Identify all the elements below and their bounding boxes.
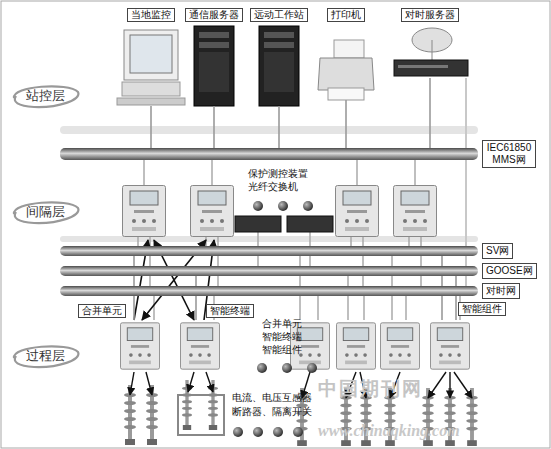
device-label: 对时服务器	[401, 8, 459, 22]
connector-line	[195, 276, 197, 320]
station-device: 打印机	[318, 8, 374, 100]
connector-line	[429, 78, 431, 148]
watermark: www.chinaqking.com	[318, 422, 460, 440]
device-label: 合并单元	[78, 304, 126, 318]
station-device: 对时服务器	[390, 8, 470, 78]
server-icon	[194, 26, 234, 106]
layer-badge: 站控层	[8, 80, 82, 110]
device-icon	[180, 323, 219, 369]
network-label: SV网	[482, 243, 513, 259]
layer-name: 间隔层	[8, 204, 82, 219]
station-device: 当地监控	[118, 8, 184, 106]
time-server-icon	[394, 28, 468, 76]
ied-icon	[191, 186, 234, 237]
watermark: 中国期刊网	[318, 378, 423, 400]
station-device: 通信服务器	[185, 8, 243, 106]
network-bus: 对时网	[60, 286, 478, 296]
connector-line	[345, 100, 347, 148]
connector-line	[213, 106, 215, 148]
network-label: 对时网	[482, 283, 520, 299]
network-label: IEC61850 MMS网	[482, 140, 536, 168]
layer-badge: 间隔层	[8, 196, 82, 226]
ied-icon	[336, 186, 379, 237]
layer-name: 过程层	[8, 348, 82, 363]
legend-dots	[233, 427, 303, 437]
note-label: 光纤交换机	[248, 181, 298, 193]
device-label: 智能终端	[206, 304, 254, 318]
network-bus: IEC61850 MMS网	[60, 148, 478, 160]
network-bus: SV网	[60, 246, 478, 256]
device-icon	[120, 323, 159, 369]
note-label: 智能终端	[262, 331, 302, 343]
legend-dots	[253, 201, 313, 211]
device-label: 通信服务器	[185, 8, 243, 22]
device-icon	[430, 323, 469, 369]
network-bus: GOOSE网	[60, 266, 478, 276]
connector-line	[455, 276, 457, 320]
device-icon	[336, 323, 375, 369]
monitor-icon	[117, 30, 185, 105]
note-label: 电流、电压互感器	[232, 392, 312, 404]
device-label: 智能组件	[458, 302, 506, 316]
note-label: 保护测控装置	[248, 168, 308, 180]
device-label: 打印机	[327, 8, 365, 22]
device-label: 远动工作站	[250, 8, 308, 22]
note-label: 合并单元	[262, 318, 302, 330]
process-device: 智能终端	[180, 320, 220, 372]
station-device: 远动工作站	[250, 8, 308, 106]
server-icon	[259, 26, 299, 106]
switch-icon	[287, 216, 333, 232]
device-label: 当地监控	[127, 8, 175, 22]
legend-dots	[257, 363, 317, 373]
layer-name: 站控层	[8, 88, 82, 103]
ied-icon	[394, 186, 437, 237]
connector-line	[150, 106, 152, 148]
breaker-icon	[178, 380, 224, 435]
note-label: 智能组件	[262, 344, 302, 356]
note-label: 断路器、隔离开关	[232, 406, 312, 418]
network-label: GOOSE网	[482, 263, 537, 279]
process-device: 智能组件	[430, 320, 470, 372]
process-device: 合并单元	[120, 320, 160, 372]
connector-line	[278, 106, 280, 148]
switch-icon	[235, 216, 281, 232]
faint-band	[60, 126, 478, 134]
layer-badge: 过程层	[8, 340, 82, 370]
printer-icon	[318, 40, 374, 100]
ied-icon	[123, 186, 166, 237]
insulator-icon	[466, 388, 478, 446]
device-icon	[380, 323, 419, 369]
